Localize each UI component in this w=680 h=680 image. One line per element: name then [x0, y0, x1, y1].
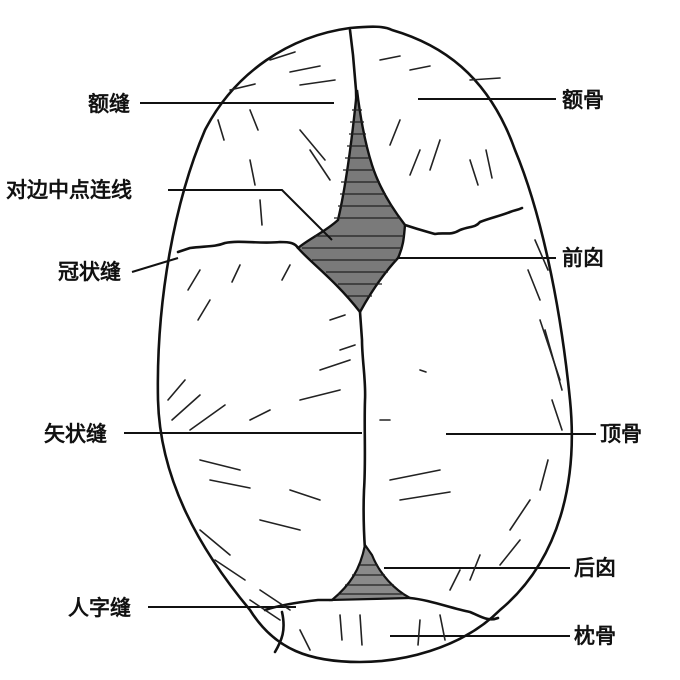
- lambdoid-suture-line: [263, 596, 500, 654]
- label-frontal-bone: 额骨: [562, 88, 604, 112]
- posterior-fontanelle-hatching: [338, 564, 404, 595]
- skull-outline: [156, 25, 574, 664]
- anterior-fontanelle: [296, 89, 407, 315]
- anterior-fontanelle-hatching: [302, 109, 404, 297]
- coronal-suture-line: [176, 206, 524, 254]
- label-parietal-bone: 顶骨: [600, 422, 642, 446]
- label-frontal-suture: 额缝: [88, 92, 130, 116]
- label-midpoint-line: 对边中点连线: [6, 178, 132, 202]
- sagittal-suture-line: [358, 310, 367, 552]
- leader-midpoint-line: [168, 189, 333, 241]
- leader-coronal-suture: [131, 257, 179, 273]
- label-lambdoid-suture: 人字缝: [68, 596, 131, 620]
- label-anterior-fontanelle: 前囟: [562, 246, 604, 270]
- label-sagittal-suture: 矢状缝: [44, 422, 107, 446]
- label-posterior-fontanelle: 后囟: [574, 556, 616, 580]
- leader-lines: [124, 98, 596, 637]
- posterior-fontanelle: [328, 542, 415, 602]
- label-occipital-bone: 枕骨: [574, 624, 616, 648]
- shading-strokes: [167, 51, 563, 651]
- label-coronal-suture: 冠状缝: [58, 260, 121, 284]
